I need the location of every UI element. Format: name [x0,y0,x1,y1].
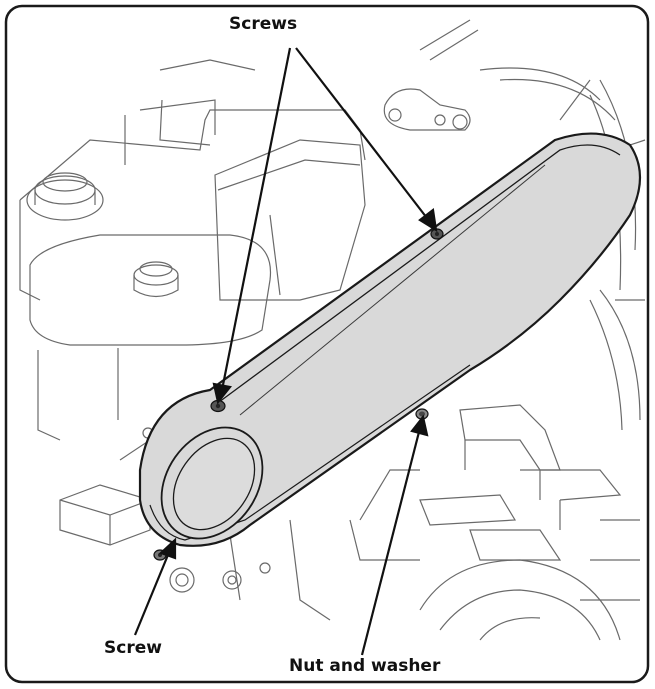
belt-guard-seam [239,164,546,416]
belt-guard-lower-edge [149,364,471,541]
arrowhead-screws-left [212,382,233,405]
arrowhead-nut [410,414,429,437]
pulley-cap-inner [172,437,256,531]
nut-and-washer-label: Nut and washer [289,656,441,676]
belt-guard-body [138,132,641,547]
callout-arrows [133,47,438,656]
screw-left [210,399,226,413]
arrow-screws-left [220,47,292,391]
arrow-nut [360,427,422,656]
belt-guard-ridge [214,144,621,406]
screw-top [430,228,444,240]
belt-guard [138,132,641,561]
screw-label: Screw [104,638,162,658]
arrowhead-screw [158,537,177,560]
screws-label: Screws [229,14,298,34]
tiller-background [19,19,646,641]
arrowhead-screws-right [418,207,438,233]
arrow-screws-right [295,47,431,223]
arrow-screw [133,549,172,636]
